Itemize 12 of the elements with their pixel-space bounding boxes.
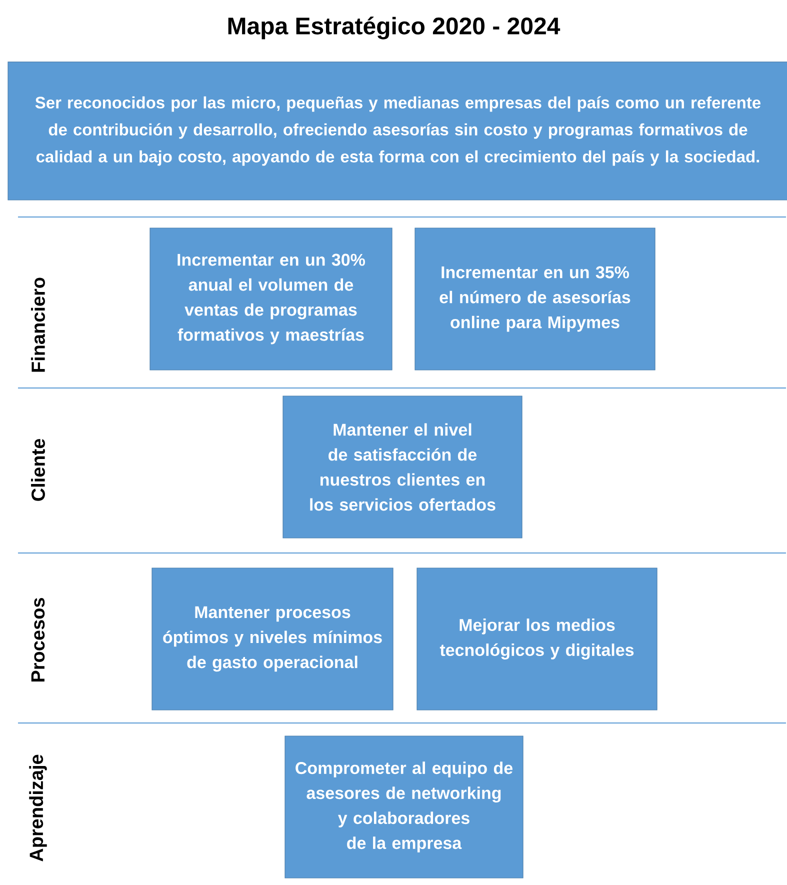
objective-box: Incrementar en un 35% el número de asesorías online para Mipymes <box>414 228 656 370</box>
objective-box: Mantener el nivel de satisfacción de nuestros clientes en los servicios ofertados <box>282 396 522 538</box>
objective-box: Mantener procesos óptimos y niveles mínimos de gasto operacional <box>152 568 394 710</box>
objective-box: Incrementar en un 30% anual el volumen de ventas de programas formativos y maestrías <box>150 228 392 370</box>
objective-box: Mejorar los medios tecnológicos y digitales <box>416 568 658 710</box>
title: Mapa Estratégico 2020 - 2024 <box>228 16 560 40</box>
perspective-label: Financiero <box>31 278 45 372</box>
objective-box: Comprometer al equipo de asesores de networking y colaboradores de la empresa <box>284 736 524 878</box>
perspective-label: Aprendizaje <box>29 754 47 862</box>
perspective-label: Procesos <box>31 598 45 682</box>
perspective-label: Cliente <box>31 438 45 501</box>
vision-box: Ser reconocidos por las micro, pequeñas y medianas empresas del país como un referente de contribución y desarrollo, ofreciendo asesorías sin costo y programas formativos de calidad a un bajo costo, apoyando de esta forma con el crecimiento del país y la sociedad. <box>8 62 787 200</box>
